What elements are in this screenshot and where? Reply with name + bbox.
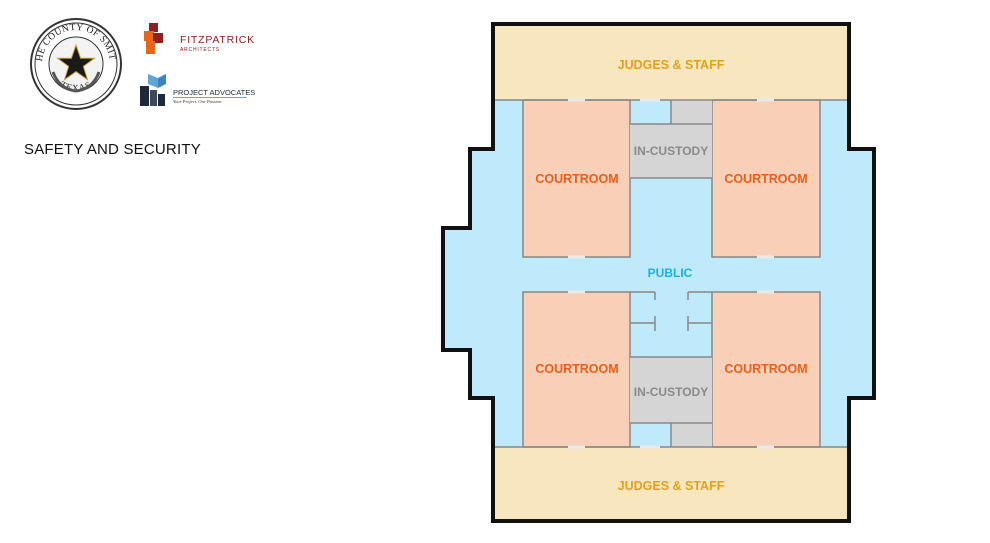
door-openings xyxy=(568,98,774,449)
in-custody-bottom-area xyxy=(630,356,712,447)
label-judges-staff-top: JUDGES & STAFF xyxy=(618,58,725,72)
label-courtroom-bottom-left: COURTROOM xyxy=(535,362,618,376)
project-advocates-logo: PROJECT ADVOCATES Your Project. Our Pass… xyxy=(140,74,255,106)
seal-star-icon xyxy=(55,43,97,81)
exterior-wall xyxy=(441,22,876,523)
county-seal-logo: THE COUNTY OF SMITH TEXAS xyxy=(29,17,122,110)
judges-staff-bottom-area xyxy=(493,447,849,521)
slide-title: SAFETY AND SECURITY xyxy=(24,141,201,158)
seal-wreath-icon xyxy=(51,71,101,93)
courtroom-top-right-area xyxy=(711,99,821,258)
label-judges-staff-bottom: JUDGES & STAFF xyxy=(618,479,725,493)
courtroom-bottom-left-area xyxy=(522,291,631,448)
label-public: PUBLIC xyxy=(648,266,693,280)
label-courtroom-top-right: COURTROOM xyxy=(724,172,807,186)
fitzpatrick-sub: ARCHITECTS xyxy=(180,47,220,53)
label-courtroom-bottom-right: COURTROOM xyxy=(724,362,807,376)
in-custody-top-area xyxy=(630,100,712,179)
interior-walls xyxy=(493,99,849,448)
project-advocates-tagline: Your Project. Our Passion. xyxy=(173,99,223,104)
label-in-custody-bottom: IN-CUSTODY xyxy=(634,385,708,399)
fitzpatrick-architects-logo: FITZPATRICK ARCHITECTS xyxy=(144,23,255,54)
judges-staff-top-area xyxy=(493,24,849,100)
fitzpatrick-name: FITZPATRICK xyxy=(180,34,255,46)
courtroom-bottom-right-area xyxy=(711,291,821,448)
label-in-custody-top: IN-CUSTODY xyxy=(634,144,708,158)
label-courtroom-top-left: COURTROOM xyxy=(535,172,618,186)
project-advocates-name: PROJECT ADVOCATES xyxy=(173,88,255,97)
